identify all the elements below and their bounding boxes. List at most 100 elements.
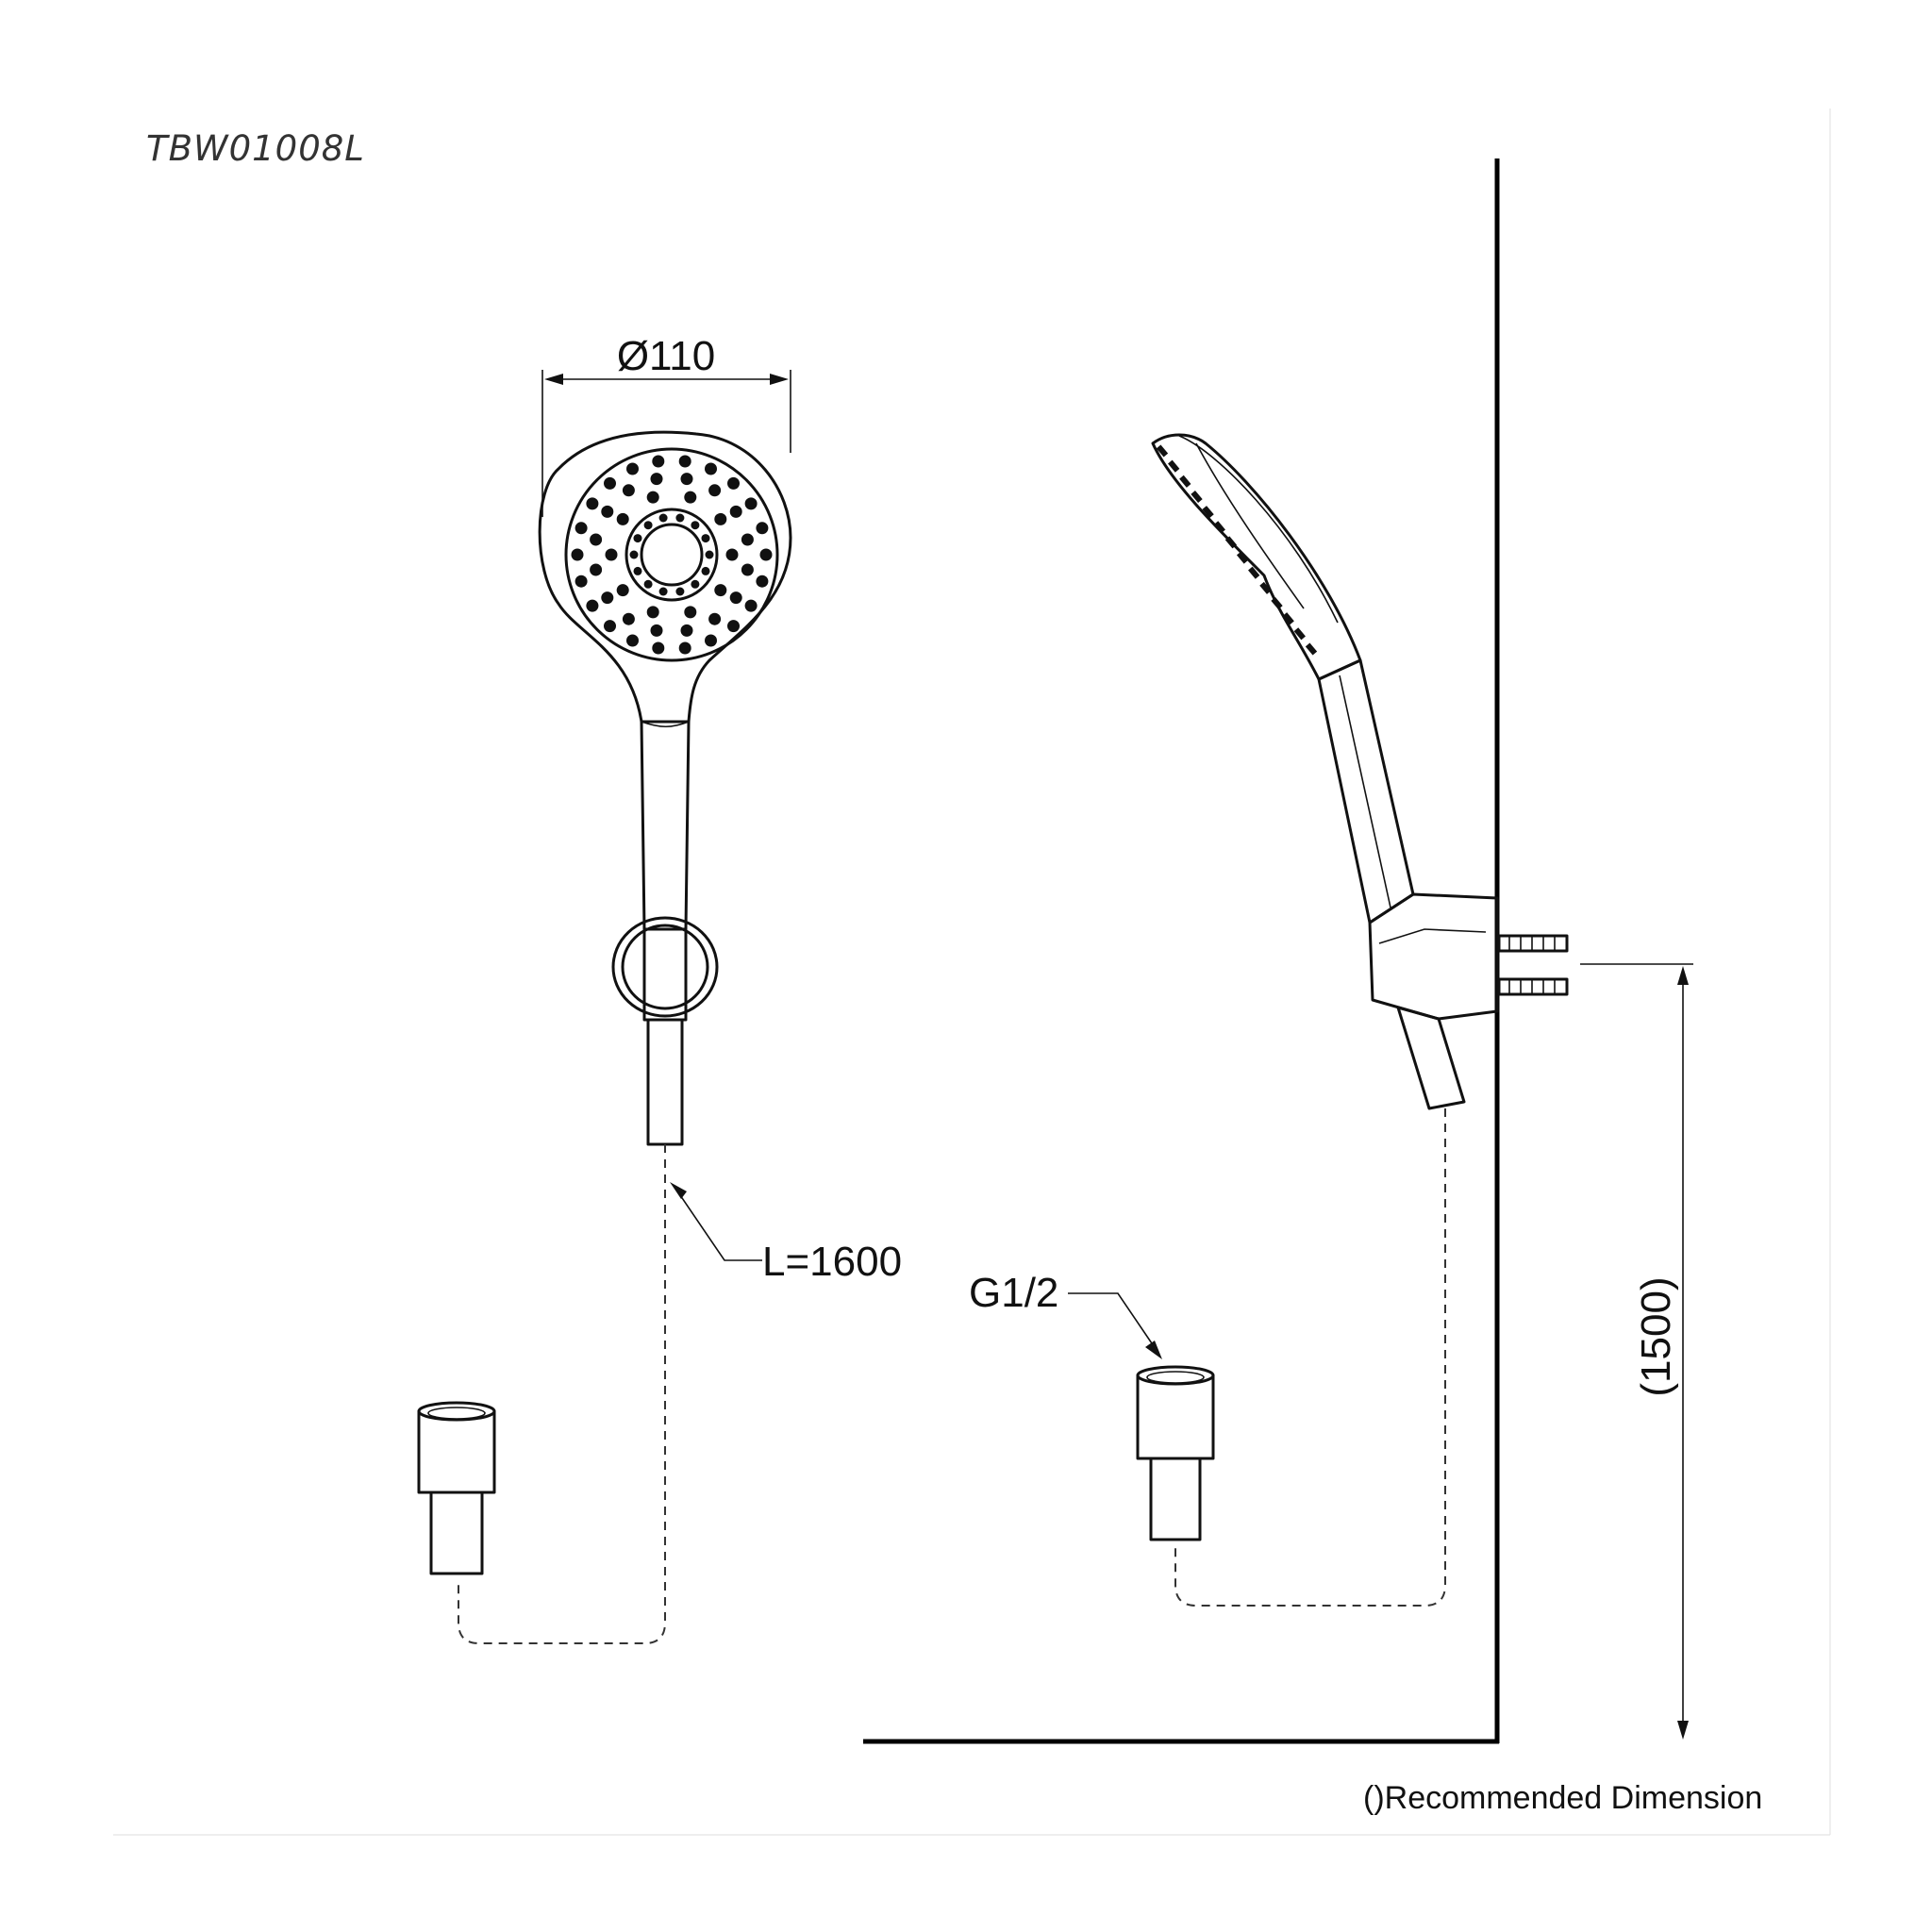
side-nozzle-tooth: [1191, 490, 1203, 504]
nozzle-hole: [756, 575, 769, 588]
outer-nozzles: [571, 455, 773, 655]
nozzle-hole: [705, 462, 717, 475]
nozzle-hole: [586, 599, 599, 612]
nozzle-hole: [680, 473, 693, 486]
thread-label: G1/2: [969, 1270, 1058, 1316]
front-holder: [611, 916, 719, 1022]
nozzle-hole: [684, 606, 697, 619]
center-nozzle-hole: [633, 566, 642, 575]
spray-face: [564, 447, 779, 662]
nozzle-hole: [705, 634, 717, 647]
diameter-label: Ø110: [617, 333, 715, 379]
side-nozzle-tooth: [1224, 536, 1238, 549]
side-nozzle-tooth: [1248, 566, 1260, 579]
nozzle-hole: [759, 548, 773, 561]
nozzle-hole: [604, 620, 616, 633]
center-ring: [625, 508, 719, 602]
side-nozzle-tooth: [1259, 581, 1272, 594]
nozzle-hole: [571, 548, 584, 561]
center-nozzle-hole: [675, 513, 685, 523]
nozzle-hole: [729, 591, 742, 605]
nozzle-hole: [646, 491, 659, 504]
nozzle-hole: [622, 484, 635, 497]
nozzle-hole: [684, 491, 697, 504]
nozzle-hole: [741, 563, 754, 576]
center-nozzle-hole: [658, 513, 668, 523]
sheet-frame: [113, 108, 1831, 1836]
side-wall-connector: [1136, 1365, 1215, 1541]
nozzle-hole: [727, 476, 740, 490]
nozzle-hole: [744, 497, 758, 510]
nozzle-hole: [622, 612, 635, 625]
nozzle-hole: [650, 624, 663, 637]
height-label: (1500): [1633, 1276, 1679, 1396]
diameter-dimension: Ø110: [541, 333, 791, 517]
nozzle-hole: [604, 476, 616, 490]
hose-length-leader: L=1600: [670, 1182, 902, 1285]
nozzle-hole: [616, 584, 629, 597]
side-wall-bracket: [1368, 892, 1499, 1021]
nozzle-hole: [646, 606, 659, 619]
center-nozzle-hole: [643, 521, 653, 530]
nozzle-hole: [652, 455, 665, 468]
nozzle-hole: [714, 584, 727, 597]
wall-screws: [1497, 934, 1569, 996]
side-nozzle-tooth: [1213, 521, 1225, 534]
nozzle-hole: [601, 591, 614, 605]
nozzle-hole: [678, 455, 691, 468]
nozzle-hole: [729, 505, 742, 518]
nozzle-hole: [708, 612, 722, 625]
side-nozzle-tooth: [1282, 612, 1294, 625]
nozzle-hole: [741, 533, 754, 546]
center-nozzle-hole: [658, 587, 668, 596]
side-nozzle-tooth: [1202, 506, 1214, 519]
nozzle-hole: [626, 462, 639, 475]
side-nozzles: [1156, 444, 1318, 656]
nozzle-hole: [725, 548, 739, 561]
side-hose: [1174, 1108, 1446, 1607]
nozzle-hole: [601, 505, 614, 518]
center-nozzle-hole: [705, 550, 714, 559]
side-handle: [1317, 658, 1415, 924]
nozzle-hole: [590, 563, 603, 576]
side-head: [1151, 433, 1362, 681]
nozzle-hole: [605, 548, 618, 561]
model-code: TBW01008L: [146, 128, 365, 169]
thread-leader: G1/2: [969, 1270, 1162, 1359]
center-nozzle-hole: [691, 521, 700, 530]
nozzle-hole: [727, 620, 740, 633]
hose-length-label: L=1600: [762, 1239, 902, 1285]
front-wall-connector: [417, 1401, 496, 1575]
nozzle-hole: [652, 641, 665, 655]
nozzle-hole: [756, 522, 769, 535]
inner-nozzles: [629, 513, 714, 596]
recommended-dimension-note: ()Recommended Dimension: [1363, 1780, 1762, 1816]
side-nozzle-tooth: [1236, 551, 1249, 564]
side-hose-nipple: [1396, 1006, 1466, 1110]
center-nozzle-hole: [629, 550, 639, 559]
center-nozzle-hole: [701, 534, 710, 543]
nozzle-hole: [616, 512, 629, 525]
center-cap: [640, 523, 704, 587]
nozzle-hole: [680, 624, 693, 637]
side-view: G1/2 (1500): [863, 158, 1693, 1744]
nozzle-hole: [678, 641, 691, 655]
side-nozzle-tooth: [1271, 596, 1283, 610]
nozzle-hole: [714, 512, 727, 525]
height-dimension: (1500): [1580, 963, 1693, 1740]
center-nozzle-hole: [633, 534, 642, 543]
side-nozzle-tooth: [1168, 459, 1180, 473]
side-nozzle-tooth: [1156, 444, 1169, 458]
front-hose-nipple: [646, 1018, 684, 1146]
side-nozzle-tooth: [1293, 627, 1306, 641]
center-nozzle-hole: [701, 566, 710, 575]
center-nozzle-hole: [675, 587, 685, 596]
nozzle-hole: [744, 599, 758, 612]
side-nozzle-tooth: [1179, 475, 1191, 488]
front-view: Ø110 L=1600: [417, 333, 902, 1644]
nozzle-hole: [626, 634, 639, 647]
nozzle-hole: [575, 522, 588, 535]
nozzle-hole: [708, 484, 722, 497]
nozzle-hole: [650, 473, 663, 486]
